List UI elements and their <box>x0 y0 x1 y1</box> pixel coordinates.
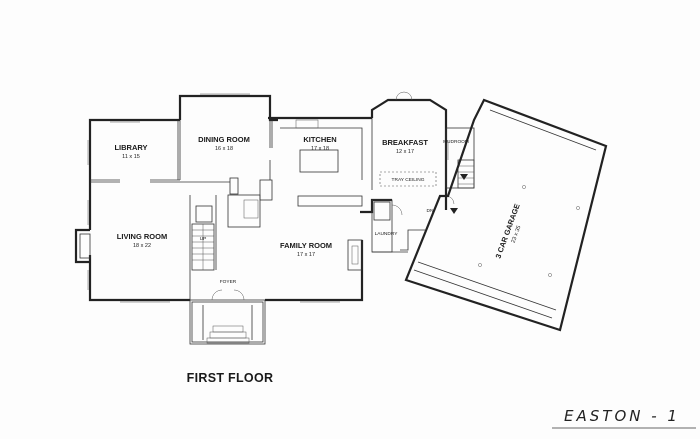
breakfast-name: BREAKFAST <box>382 138 428 147</box>
dining-room-size: 16 x 18 <box>215 146 233 152</box>
stair-arrow-icons <box>450 174 468 214</box>
laundry-label: LAUNDRY <box>375 231 399 237</box>
plan-title: FIRST FLOOR <box>187 371 274 385</box>
down-label: DN <box>427 208 434 214</box>
garage <box>400 98 608 332</box>
library-name: LIBRARY <box>114 143 147 152</box>
front-porch <box>189 299 266 345</box>
main-stair <box>191 205 215 271</box>
kitchen-size: 17 x 18 <box>311 146 329 152</box>
exterior-walls <box>88 94 448 302</box>
family-room-size: 17 x 17 <box>297 252 315 258</box>
breakfast-size: 12 x 17 <box>396 149 414 155</box>
living-room-fireplace <box>74 228 91 264</box>
garage-label: 3 CAR GARAGE 23 x 35 <box>494 203 523 260</box>
kitchen-label: KITCHEN 17 x 18 <box>303 135 336 152</box>
library-label: LIBRARY 11 x 15 <box>114 143 147 160</box>
kitchen-name: KITCHEN <box>303 135 336 144</box>
tray-ceiling-label: TRAY CEILING <box>392 177 425 183</box>
dining-room-label: DINING ROOM 16 x 18 <box>198 135 250 152</box>
up-label: UP <box>200 236 207 242</box>
foyer-label: FOYER <box>220 279 237 285</box>
living-room-label: LIVING ROOM 18 x 22 <box>117 232 167 249</box>
windows <box>87 93 449 303</box>
dining-room-name: DINING ROOM <box>198 135 250 144</box>
garage-size: 23 x 35 <box>511 225 523 244</box>
family-room-name: FAMILY ROOM <box>280 241 332 250</box>
interior-walls <box>90 118 475 300</box>
living-room-size: 18 x 22 <box>133 243 151 249</box>
library-size: 11 x 15 <box>122 154 140 160</box>
breakfast-label: BREAKFAST 12 x 17 TRAY CEILING <box>382 138 428 183</box>
family-room-label: FAMILY ROOM 17 x 17 <box>280 241 332 258</box>
plan-name: EASTON - 1 <box>564 407 680 425</box>
mudroom-label: MUDROOM <box>443 139 469 145</box>
living-room-name: LIVING ROOM <box>117 232 167 241</box>
